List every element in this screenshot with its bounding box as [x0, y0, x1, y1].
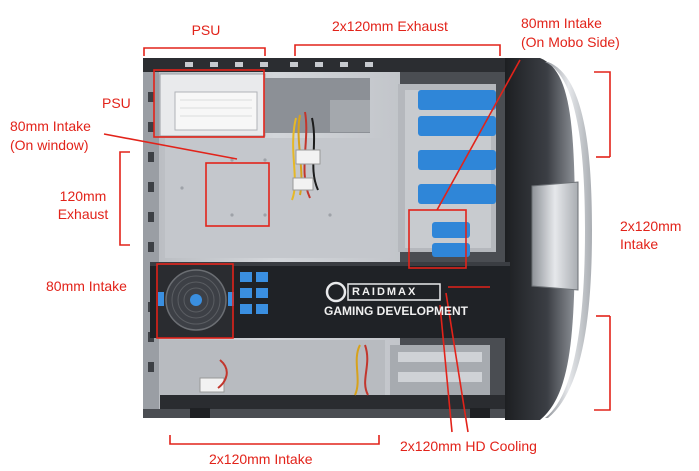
box-intake-window	[205, 162, 270, 227]
pci-clips	[240, 272, 268, 314]
bracket-intake-front-top	[594, 71, 611, 157]
psu	[159, 73, 370, 137]
leader-hd-cooling-a	[445, 292, 469, 433]
label-exhaust-top: 2x120mm Exhaust	[332, 18, 448, 34]
raidmax-logo-text: RAIDMAX	[352, 286, 418, 298]
bracket-intake-bottom	[169, 435, 380, 445]
leader-intake-window	[103, 133, 238, 160]
label-intake-window-1: 80mm Intake	[10, 118, 91, 134]
box-fan-80mm	[156, 263, 234, 339]
bracket-intake-front-bottom	[594, 316, 611, 411]
box-psu	[153, 69, 265, 138]
psu-cables	[199, 111, 369, 396]
label-psu-left: PSU	[102, 95, 131, 111]
label-psu-top: PSU	[191, 22, 221, 38]
front-bezel	[505, 58, 592, 420]
label-intake-bottom: 2x120mm Intake	[209, 451, 313, 467]
fan-80mm	[158, 265, 234, 337]
leader-intake-mobo	[436, 59, 521, 211]
leader-hd-cooling-b	[439, 304, 453, 433]
label-hd-cooling: 2x120mm HD Cooling	[400, 438, 537, 454]
label-intake-80-left: 80mm Intake	[46, 278, 127, 294]
label-exhaust-left-1: 120mm	[59, 188, 107, 204]
drive-cage	[390, 84, 496, 395]
bracket-exhaust-left	[119, 151, 130, 246]
raidmax-tagline: GAMING DEVELOPMENT	[324, 304, 469, 318]
bracket-exhaust-top	[294, 44, 501, 56]
label-intake-mobo-2: (On Mobo Side)	[521, 34, 620, 50]
case-feet	[190, 408, 490, 418]
label-intake-front-2: Intake	[620, 236, 659, 252]
label-intake-front-1: 2x120mm	[620, 218, 682, 234]
label-intake-window-2: (On window)	[10, 137, 89, 153]
annotation-overlay	[103, 44, 611, 445]
label-exhaust-left-2: Exhaust	[57, 206, 109, 222]
raidmax-logo	[325, 281, 441, 303]
bracket-psu-top	[143, 47, 266, 56]
label-intake-mobo-1: 80mm Intake	[521, 15, 602, 31]
